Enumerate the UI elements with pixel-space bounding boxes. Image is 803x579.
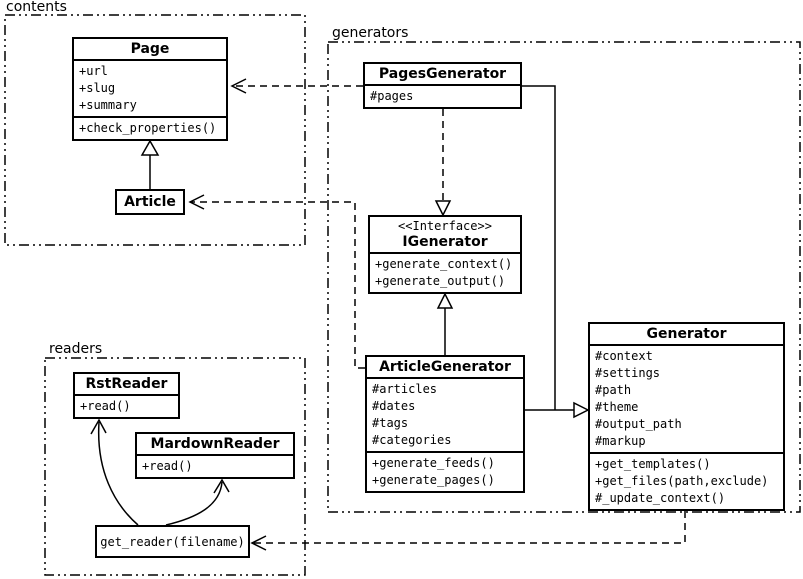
function-get-reader-label: get_reader(filename): [100, 534, 245, 549]
method: +generate_feeds(): [372, 456, 495, 470]
class-page-methods: +check_properties(): [74, 116, 226, 139]
method: +get_files(path,exclude): [595, 474, 769, 488]
method: +read(): [80, 399, 131, 413]
package-label-readers: readers: [49, 341, 103, 357]
class-markdownreader-methods: +read(): [137, 454, 293, 477]
class-page: Page +url +slug +summary +check_properti…: [72, 37, 228, 141]
class-markdownreader-title: MardownReader: [150, 436, 280, 452]
method: +check_properties(): [79, 121, 217, 135]
class-pagesgenerator: PagesGenerator #pages: [363, 62, 522, 109]
attribute: #path: [595, 383, 632, 397]
attribute: #theme: [595, 400, 639, 414]
class-article: Article: [115, 189, 185, 215]
class-igenerator-name: IGenerator: [402, 234, 488, 250]
inheritance-triangle-generator: [573, 401, 590, 419]
attribute: #pages: [370, 89, 414, 103]
class-articlegenerator-title: ArticleGenerator: [379, 359, 511, 375]
class-generator-title: Generator: [646, 326, 727, 342]
method: #_update_context(): [595, 491, 726, 505]
attribute: #dates: [372, 399, 416, 413]
class-article-title: Article: [124, 194, 176, 210]
package-border-readers: [44, 357, 306, 576]
class-igenerator-methods: +generate_context() +generate_output(): [370, 252, 520, 292]
package-label-contents: contents: [6, 0, 67, 15]
class-igenerator: <<Interface>> IGenerator +generate_conte…: [368, 215, 522, 294]
method: +generate_context(): [375, 257, 513, 271]
dependency-arrowhead-getreader: [250, 535, 267, 551]
class-markdownreader: MardownReader +read(): [135, 432, 295, 479]
class-articlegenerator-attributes: #articles #dates #tags #categories: [367, 377, 523, 451]
class-articlegenerator-methods: +generate_feeds() +generate_pages(): [367, 451, 523, 491]
attribute: #output_path: [595, 417, 682, 431]
arrow-line-getreader-rstreader: [97, 421, 139, 526]
inheritance-line-pagesgenerator-generator: [522, 85, 556, 410]
arrowhead-markdownreader: [213, 478, 230, 494]
dependency-arrowhead-page: [230, 78, 247, 94]
class-page-title: Page: [130, 41, 170, 57]
attribute: #markup: [595, 434, 646, 448]
class-generator-attributes: #context #settings #path #theme #output_…: [590, 344, 783, 452]
arrowhead-rstreader: [90, 418, 107, 435]
class-pagesgenerator-attributes: #pages: [365, 84, 520, 107]
inheritance-triangle-article-page: [140, 139, 160, 156]
class-articlegenerator: ArticleGenerator #articles #dates #tags …: [365, 355, 525, 493]
attribute: #articles: [372, 382, 438, 396]
attribute: #categories: [372, 433, 452, 447]
method: +get_templates(): [595, 457, 711, 471]
method: +generate_pages(): [372, 473, 495, 487]
package-label-generators: generators: [332, 25, 409, 41]
stereotype-interface: <<Interface>>: [398, 219, 492, 233]
realization-triangle-igenerator-bottom: [436, 292, 454, 309]
class-page-attributes: +url +slug +summary: [74, 59, 226, 116]
class-generator-methods: +get_templates() +get_files(path,exclude…: [590, 452, 783, 509]
attribute: #tags: [372, 416, 409, 430]
attribute: #settings: [595, 366, 661, 380]
realization-triangle-igenerator-top: [434, 200, 452, 217]
method: +read(): [142, 459, 193, 473]
dependency-line-generator-getreader: [253, 511, 686, 544]
package-border-generators: [327, 41, 801, 513]
class-igenerator-title: <<Interface>> IGenerator: [370, 217, 520, 252]
class-generator: Generator #context #settings #path #them…: [588, 322, 785, 511]
attribute: #context: [595, 349, 653, 363]
method: +generate_output(): [375, 274, 506, 288]
class-rstreader-title: RstReader: [85, 376, 168, 392]
package-border-contents: [4, 14, 306, 246]
dependency-line-articlegenerator-article: [191, 201, 365, 369]
attribute: +url: [79, 64, 108, 78]
class-rstreader-methods: +read(): [75, 394, 178, 417]
attribute: +summary: [79, 98, 137, 112]
function-get-reader: get_reader(filename): [95, 525, 250, 558]
class-pagesgenerator-title: PagesGenerator: [378, 66, 507, 82]
attribute: +slug: [79, 81, 116, 95]
arrow-line-getreader-markdownreader: [165, 481, 223, 526]
class-rstreader: RstReader +read(): [73, 372, 180, 419]
dependency-arrowhead-article: [188, 194, 205, 210]
